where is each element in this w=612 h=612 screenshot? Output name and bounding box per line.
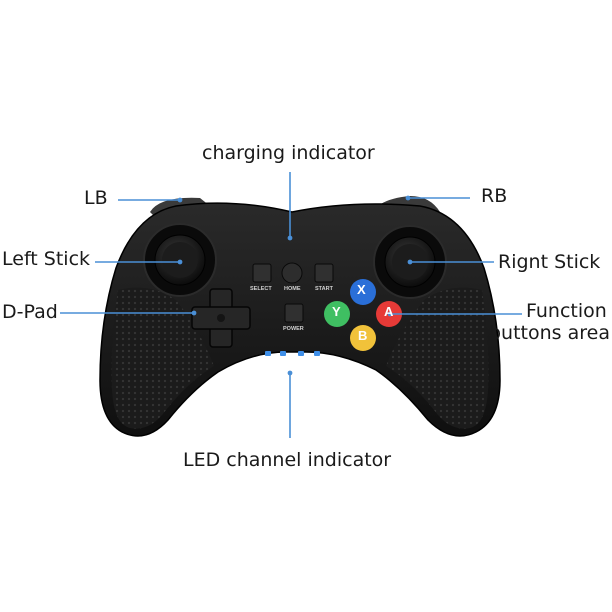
left-grip xyxy=(111,287,214,429)
dpad xyxy=(191,288,251,348)
rb-label: RB xyxy=(481,185,508,207)
function-buttons-label-line1: Function xyxy=(526,300,607,322)
power-label: POWER xyxy=(283,326,304,332)
x-button xyxy=(350,279,376,305)
dpad-label: D-Pad xyxy=(2,301,58,323)
right-grip xyxy=(386,287,489,429)
lb-label: LB xyxy=(84,187,108,209)
select-button xyxy=(252,263,272,283)
start-button xyxy=(314,263,334,283)
y-button xyxy=(324,301,350,327)
charging-indicator-label: charging indicator xyxy=(202,142,375,164)
function-buttons-label-line2: buttons area xyxy=(489,322,610,344)
home-button xyxy=(281,262,303,284)
select-label: SELECT xyxy=(250,286,272,292)
left-stick-label: Left Stick xyxy=(2,248,91,270)
home-label: HOME xyxy=(284,286,301,292)
b-button xyxy=(350,325,376,351)
power-button xyxy=(284,303,304,323)
x-button-label: X xyxy=(357,282,366,297)
y-button-label: Y xyxy=(332,304,341,319)
right-stick-label: Rignt Stick xyxy=(498,251,601,273)
start-label: START xyxy=(315,286,333,292)
led-indicators xyxy=(265,351,320,356)
b-button-label: B xyxy=(358,328,368,343)
led-channel-indicator-label: LED channel indicator xyxy=(183,449,392,471)
leader-lines xyxy=(60,172,522,438)
a-button-label: A xyxy=(384,304,394,319)
